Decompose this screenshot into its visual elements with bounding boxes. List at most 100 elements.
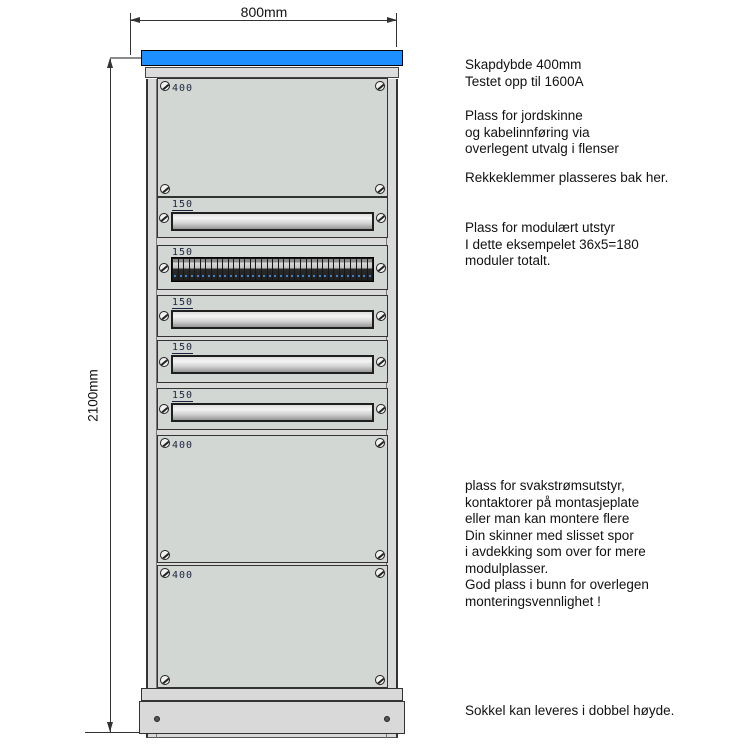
panel-400-middle: 400	[157, 435, 388, 563]
panel-150-slot-2: 150	[157, 295, 388, 337]
breaker-module	[173, 259, 178, 280]
breaker-module	[256, 259, 261, 280]
breaker-module	[195, 259, 200, 280]
breaker-module	[339, 259, 345, 280]
breaker-module	[267, 259, 273, 280]
screw-icon	[159, 404, 169, 414]
breaker-module	[306, 259, 312, 280]
breaker-module	[323, 259, 328, 280]
dimension-arrow-up-icon	[107, 58, 113, 68]
screw-icon	[160, 550, 170, 560]
panel-400-bottom: 400	[157, 565, 388, 688]
dimension-arrow-down-icon	[107, 722, 113, 732]
breaker-module	[178, 259, 184, 280]
screw-icon	[376, 212, 386, 223]
breaker-module	[262, 259, 267, 280]
screw-icon	[159, 262, 169, 273]
cabinet-bottom-rail	[141, 688, 403, 701]
module-strip	[171, 257, 374, 282]
breaker-module	[239, 259, 245, 280]
screw-icon	[160, 81, 170, 91]
note-low-current-equipment: plass for svakstrømsutstyr, kontaktorer …	[465, 478, 649, 609]
extension-line	[110, 57, 143, 59]
breaker-module	[334, 259, 339, 280]
module-slot-cover	[171, 355, 374, 374]
breaker-module	[317, 259, 323, 280]
screw-icon	[160, 184, 170, 194]
breaker-module	[228, 259, 234, 280]
breaker-module	[345, 259, 350, 280]
breaker-module	[295, 259, 300, 280]
module-slot-cover	[171, 310, 374, 329]
breaker-module	[300, 259, 306, 280]
panel-size-label: 400	[172, 440, 194, 451]
screw-icon	[154, 716, 160, 722]
screw-icon	[375, 438, 385, 448]
panel-size-label: 400	[172, 83, 194, 94]
breaker-module	[289, 259, 295, 280]
screw-icon	[376, 262, 386, 273]
note-modular-equipment: Plass for modulært utstyr I dette eksemp…	[465, 220, 639, 268]
extension-line	[130, 13, 131, 55]
breaker-module	[200, 259, 206, 280]
breaker-module	[184, 259, 189, 280]
breaker-module	[206, 259, 211, 280]
width-dimension-line	[131, 20, 397, 21]
screw-icon	[159, 311, 169, 321]
breaker-module	[312, 259, 317, 280]
screw-icon	[375, 675, 385, 685]
panel-size-label: 150	[172, 390, 194, 402]
module-slot-cover	[171, 403, 374, 422]
screw-icon	[375, 550, 385, 560]
panel-400-top: 400	[157, 78, 388, 197]
module-slot-cover	[171, 212, 374, 231]
cabinet-top-cover	[141, 50, 403, 66]
cabinet-plinth	[139, 701, 405, 734]
breaker-module	[278, 259, 284, 280]
screw-icon	[375, 568, 385, 578]
screw-icon	[375, 184, 385, 194]
panel-150-modules: 150	[157, 245, 388, 290]
breaker-module	[362, 259, 367, 280]
dimension-arrow-right-icon	[387, 17, 397, 23]
height-dimension-line	[110, 58, 111, 732]
height-dimension-label: 2100mm	[85, 369, 101, 422]
dimension-arrow-left-icon	[130, 17, 140, 23]
screw-icon	[376, 404, 386, 414]
breaker-module	[223, 259, 228, 280]
note-plinth: Sokkel kan leveres i dobbel høyde.	[465, 703, 675, 718]
cabinet-top-strip	[145, 67, 399, 78]
breaker-module	[351, 259, 356, 280]
breaker-module	[356, 259, 362, 280]
panel-size-label: 150	[172, 342, 194, 354]
breaker-module	[245, 259, 250, 280]
panel-size-label: 150	[172, 297, 194, 309]
screw-icon	[384, 716, 390, 722]
panel-150-slot-4: 150	[157, 388, 388, 430]
screw-icon	[160, 675, 170, 685]
note-cabinet-depth: Skapdybde 400mm Testet opp til 1600A	[465, 57, 584, 89]
breaker-module	[189, 259, 195, 280]
width-dimension-label: 800mm	[240, 4, 288, 20]
screw-icon	[160, 568, 170, 578]
screw-icon	[159, 356, 169, 367]
breaker-module	[217, 259, 223, 280]
note-terminal-blocks: Rekkeklemmer plasseres bak her.	[465, 170, 669, 185]
screw-icon	[160, 438, 170, 448]
breaker-module	[273, 259, 278, 280]
extension-line	[85, 732, 146, 733]
breaker-module	[250, 259, 256, 280]
screw-icon	[376, 311, 386, 321]
screw-icon	[159, 212, 169, 223]
extension-line	[396, 13, 397, 47]
panel-150-slot-3: 150	[157, 340, 388, 383]
breaker-module	[211, 259, 217, 280]
panel-150-slot-1: 150	[157, 197, 388, 238]
breaker-module	[234, 259, 239, 280]
breaker-module	[367, 259, 373, 280]
screw-icon	[376, 356, 386, 367]
screw-icon	[375, 81, 385, 91]
panel-size-label: 150	[172, 199, 194, 211]
frame-edge-left	[156, 79, 157, 738]
